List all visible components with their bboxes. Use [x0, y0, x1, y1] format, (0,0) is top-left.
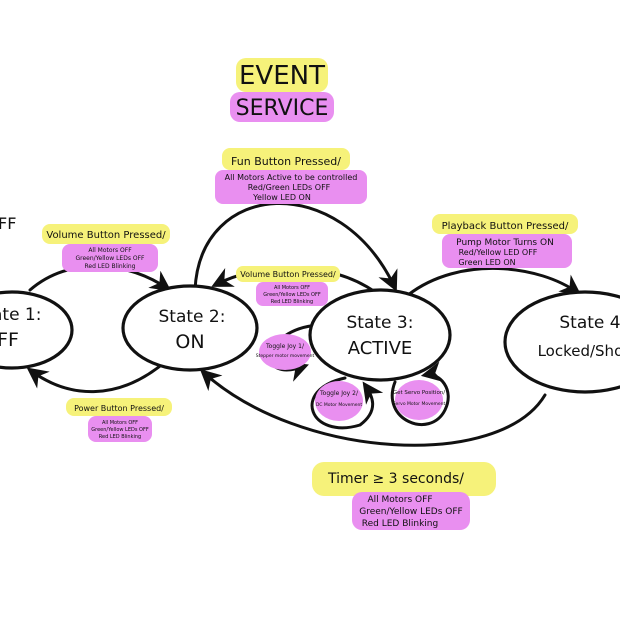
state-3: State 3: ACTIVE: [308, 288, 452, 382]
volume-3-2-event: Volume Button Pressed/: [240, 270, 336, 279]
arrow-playback: [406, 267, 582, 297]
label-toggle-joy-2: Toggle Joy 2/ DC Motor Movement: [315, 381, 363, 421]
volume-3-2-action-1: All Motors OFF: [274, 285, 310, 291]
fun-action-2: Red/Green LEDs OFF: [248, 183, 331, 192]
label-toggle-joy-1: Toggle Joy 1/ Stepper motor movement: [256, 334, 315, 370]
playback-action-1: Pump Motor Turns ON: [456, 238, 554, 248]
label-timer: Timer ≥ 3 seconds/ All Motors OFF Green/…: [312, 462, 496, 530]
timer-event: Timer ≥ 3 seconds/: [327, 471, 464, 487]
playback-action-2: Red/Yellow LED OFF: [459, 248, 538, 257]
timer-action-3: Red LED Blinking: [362, 519, 438, 529]
volume-3-2-action-3: Red LED Blinking: [271, 299, 313, 305]
arrow-timer: [199, 369, 547, 447]
state-1-sub: FF: [0, 329, 19, 351]
get-servo-event: Get Servo Position/: [393, 390, 445, 396]
playback-event: Playback Button Pressed/: [442, 221, 569, 232]
playback-action-3: Green LED ON: [458, 258, 515, 267]
toggle-joy-1-action: Stepper motor movement: [256, 353, 315, 359]
label-volume-1-2: Volume Button Pressed/ All Motors OFF Gr…: [42, 224, 170, 272]
state-1: State 1: FF: [0, 290, 74, 370]
state-2-name: State 2:: [159, 307, 226, 327]
title-service: SERVICE: [236, 96, 329, 121]
volume-1-2-action-1: All Motors OFF: [88, 247, 132, 254]
power-action-3: Red LED Blinking: [99, 434, 141, 440]
fun-event: Fun Button Pressed/: [231, 155, 341, 168]
power-event: Power Button Pressed/: [74, 404, 164, 413]
toggle-joy-1-event: Toggle Joy 1/: [265, 343, 305, 350]
toggle-joy-2-action: DC Motor Movement: [316, 402, 363, 408]
loop-get-servo: [390, 361, 450, 427]
state-4-name: State 4: [559, 313, 620, 333]
get-servo-action: Servo Motor Movement: [393, 401, 446, 407]
arrow-power-2-1: [26, 360, 167, 394]
fun-action-1: All Motors Active to be controlled: [225, 173, 358, 182]
state-3-name: State 3:: [347, 313, 414, 333]
title-block: EVENT SERVICE: [230, 58, 334, 122]
power-action-2: Green/Yellow LEDs OFF: [91, 427, 149, 433]
state-4-sub: Locked/Shoo: [538, 342, 620, 360]
state-4: State 4 Locked/Shoo: [503, 290, 620, 394]
state-1-name: State 1:: [0, 305, 41, 325]
volume-1-2-event: Volume Button Pressed/: [46, 230, 166, 241]
volume-1-2-action-3: Red LED Blinking: [85, 263, 136, 270]
fun-action-3: Yellow LED ON: [252, 193, 311, 202]
toggle-joy-2-event: Toggle Joy 2/: [319, 390, 359, 397]
timer-action-2: Green/Yellow LEDs OFF: [359, 507, 462, 517]
state-3-sub: ACTIVE: [348, 338, 413, 359]
power-action-1: All Motors OFF: [102, 420, 138, 426]
label-get-servo: Get Servo Position/ Servo Motor Movement: [393, 380, 446, 420]
partial-label: FF: [0, 214, 16, 233]
label-fun: Fun Button Pressed/ All Motors Active to…: [215, 148, 367, 204]
label-power-2-1: Power Button Pressed/ All Motors OFF Gre…: [66, 398, 172, 442]
volume-1-2-action-2: Green/Yellow LEDs OFF: [76, 255, 146, 262]
state-2: State 2: ON: [121, 284, 259, 372]
volume-3-2-action-2: Green/Yellow LEDs OFF: [263, 292, 321, 298]
title-event: EVENT: [239, 61, 325, 91]
timer-action-1: All Motors OFF: [367, 495, 432, 505]
label-volume-3-2: Volume Button Pressed/ All Motors OFF Gr…: [236, 266, 340, 306]
label-playback: Playback Button Pressed/ Pump Motor Turn…: [432, 214, 578, 268]
state-2-sub: ON: [175, 331, 204, 353]
